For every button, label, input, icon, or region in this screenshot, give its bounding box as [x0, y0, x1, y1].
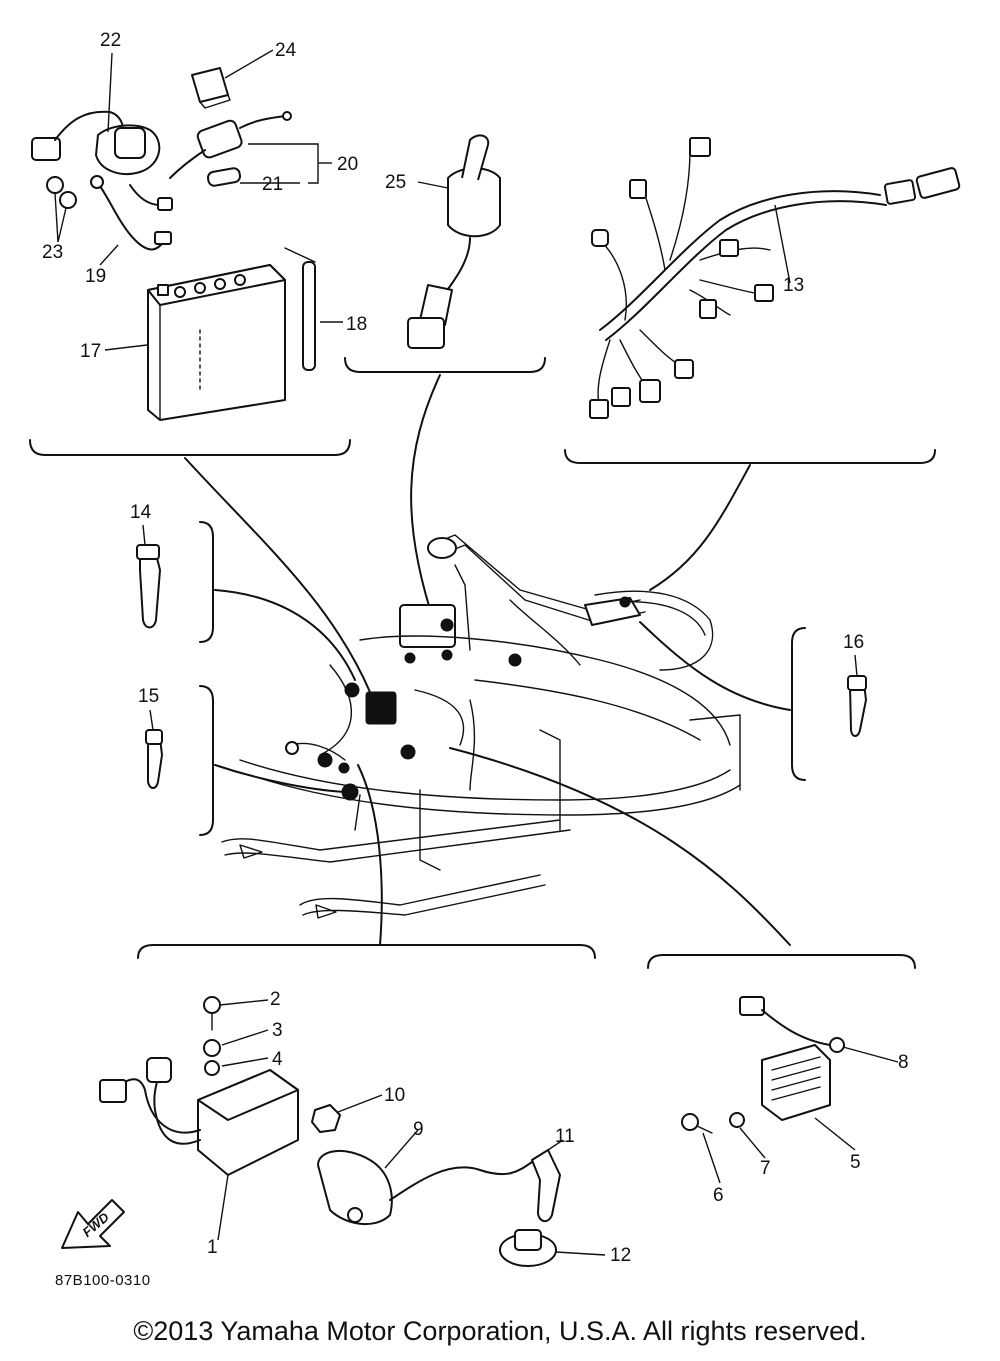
nut-part-7: [729, 1112, 745, 1128]
screw-part-2: [203, 996, 221, 1031]
bracket-fuse-15: [199, 685, 214, 836]
copyright-notice: ©2013 Yamaha Motor Corporation, U.S.A. A…: [133, 1316, 867, 1346]
battery-part-17: [147, 264, 286, 421]
bracket-fuse-16: [791, 627, 806, 781]
diagram-part-number: 87B100-0310: [55, 1272, 151, 1289]
vehicle-frame: [221, 534, 741, 919]
spark-plug-cap-part-11: [531, 1149, 561, 1223]
nuts-part-23: [46, 176, 77, 209]
callout-8: 8: [898, 1052, 909, 1073]
callout-13: 13: [783, 275, 804, 296]
battery-lead-part-19: [90, 175, 173, 251]
callout-leaders: [54, 49, 899, 1256]
screw-part-6: [681, 1113, 713, 1134]
starter-relay-part-22: [31, 110, 161, 175]
callout-5: 5: [850, 1152, 861, 1173]
bracket-wire-harness-group: [564, 449, 936, 464]
fuse-holder-part-20: [169, 111, 292, 179]
callout-9: 9: [413, 1119, 424, 1140]
wire-harness-part-13: [589, 137, 961, 419]
callout-15: 15: [138, 686, 159, 707]
washer-part-3: [203, 1039, 221, 1057]
callout-2: 2: [270, 989, 281, 1010]
main-switch-part-25: [407, 134, 501, 349]
section-brackets: [29, 357, 936, 969]
callout-10: 10: [384, 1085, 405, 1106]
callout-12: 12: [610, 1245, 631, 1266]
callout-1: 1: [207, 1237, 218, 1258]
callout-24: 24: [275, 40, 297, 61]
fuse-part-21: [206, 167, 242, 187]
callout-19: 19: [85, 266, 106, 287]
callout-21: 21: [262, 174, 283, 195]
callout-17: 17: [80, 341, 101, 362]
callout-7: 7: [760, 1158, 771, 1179]
breather-pipe-part-18: [284, 247, 316, 371]
cdi-unit-part-1: [99, 1057, 299, 1176]
callout-6: 6: [713, 1185, 724, 1206]
callout-23: 23: [42, 242, 63, 263]
bracket-battery-group: [29, 439, 351, 456]
cap-part-12: [499, 1229, 557, 1267]
callout-4: 4: [272, 1049, 283, 1070]
callout-22: 22: [100, 30, 121, 51]
bracket-fuse-14: [199, 521, 214, 643]
lead-part-8: [739, 996, 845, 1053]
bracket-ignition-group: [137, 944, 596, 959]
callout-14: 14: [130, 502, 152, 523]
forward-direction-arrow: FWD: [61, 1199, 125, 1249]
fuse-part-16: [847, 675, 867, 737]
bracket-rectifier-group: [647, 954, 916, 969]
connection-lines: [184, 374, 791, 946]
mounted-cdi-unit: [365, 691, 397, 725]
rectifier-regulator-part-5: [761, 1044, 831, 1121]
callout-18: 18: [346, 314, 367, 335]
cap-part-24: [191, 67, 231, 109]
callout-16: 16: [843, 632, 864, 653]
callout-25: 25: [385, 172, 406, 193]
nut-part-10: [311, 1104, 341, 1133]
callout-20: 20: [337, 154, 358, 175]
fuse-part-15: [145, 729, 163, 789]
callout-numbers: 22 24 20 21 23 19 17 18 25 13 14 15 16 2…: [42, 30, 909, 1266]
callout-11: 11: [555, 1126, 575, 1147]
collar-part-4: [204, 1060, 220, 1076]
callout-3: 3: [272, 1020, 283, 1041]
bracket-main-switch-group: [344, 357, 546, 373]
fuse-part-14: [136, 544, 161, 629]
ignition-coil-part-9: [317, 1149, 536, 1226]
